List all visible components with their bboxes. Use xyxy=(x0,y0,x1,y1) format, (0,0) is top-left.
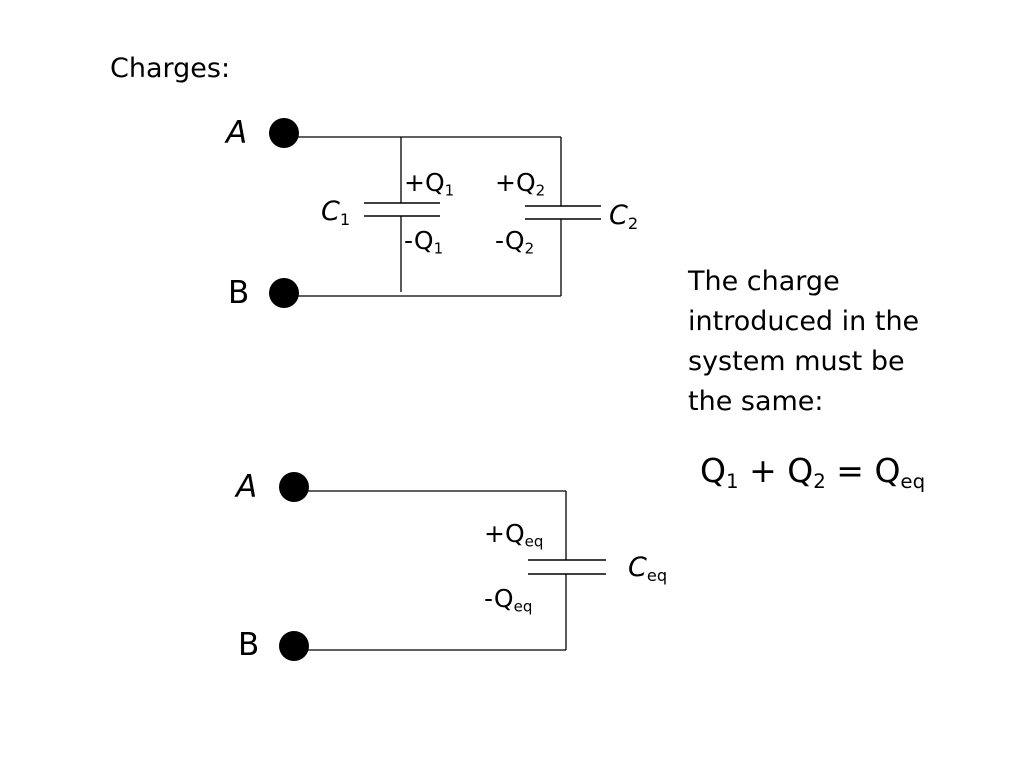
qeq-plus-subscript: eq xyxy=(524,532,544,551)
explanation-line: system must be xyxy=(688,346,905,377)
terminal-b-bottom xyxy=(279,631,309,661)
eq-sub-2: 2 xyxy=(813,469,826,493)
node-a-label-bottom: A xyxy=(236,469,258,505)
node-a-label-top: A xyxy=(226,115,248,151)
q1-minus-symbol: -Q xyxy=(404,226,434,255)
q1-minus-subscript: 1 xyxy=(433,239,444,258)
eq-plus: + xyxy=(738,451,788,490)
q2-plus-label: +Q2 xyxy=(495,168,545,198)
terminal-a-top xyxy=(269,118,299,148)
explanation-text: The charge introduced in the system must… xyxy=(688,262,988,422)
eq-term-qeq: Q xyxy=(874,451,901,490)
qeq-plus-label: +Qeq xyxy=(484,519,543,549)
parallel-circuit xyxy=(269,118,601,308)
equivalent-circuit xyxy=(279,472,606,661)
node-b-label-bottom: B xyxy=(238,627,260,663)
explanation-line: The charge xyxy=(688,266,840,297)
explanation-line: the same: xyxy=(688,386,824,417)
c2-symbol: C xyxy=(609,200,628,231)
ceq-subscript: eq xyxy=(646,565,668,585)
c2-label: C2 xyxy=(609,200,638,231)
ceq-symbol: C xyxy=(628,552,647,583)
qeq-plus-symbol: +Q xyxy=(484,519,525,548)
charge-equation: Q1 + Q2 = Qeq xyxy=(700,451,925,491)
c1-label: C1 xyxy=(321,196,350,227)
slide-title: Charges: xyxy=(110,53,231,84)
qeq-minus-symbol: -Q xyxy=(484,584,514,613)
terminal-a-bottom xyxy=(279,472,309,502)
qeq-minus-label: -Qeq xyxy=(484,584,532,614)
q2-plus-symbol: +Q xyxy=(495,168,536,197)
terminal-b-top xyxy=(269,278,299,308)
q2-minus-label: -Q2 xyxy=(495,226,534,256)
q2-minus-subscript: 2 xyxy=(524,239,535,258)
explanation-line: introduced in the xyxy=(688,306,920,337)
q1-plus-symbol: +Q xyxy=(404,168,445,197)
q2-plus-subscript: 2 xyxy=(535,181,546,200)
eq-term-q1: Q xyxy=(700,451,726,490)
qeq-minus-subscript: eq xyxy=(513,597,533,616)
eq-equals: = xyxy=(825,451,875,490)
c2-subscript: 2 xyxy=(627,213,639,233)
q2-minus-symbol: -Q xyxy=(495,226,525,255)
eq-sub-eq: eq xyxy=(900,469,926,493)
q1-plus-subscript: 1 xyxy=(444,181,455,200)
c1-subscript: 1 xyxy=(339,209,351,229)
ceq-label: Ceq xyxy=(628,552,667,583)
c1-symbol: C xyxy=(321,196,340,227)
eq-sub-1: 1 xyxy=(725,469,739,493)
eq-term-q2: Q xyxy=(787,451,814,490)
q1-minus-label: -Q1 xyxy=(404,226,443,256)
q1-plus-label: +Q1 xyxy=(404,168,454,198)
node-b-label-top: B xyxy=(228,275,250,311)
